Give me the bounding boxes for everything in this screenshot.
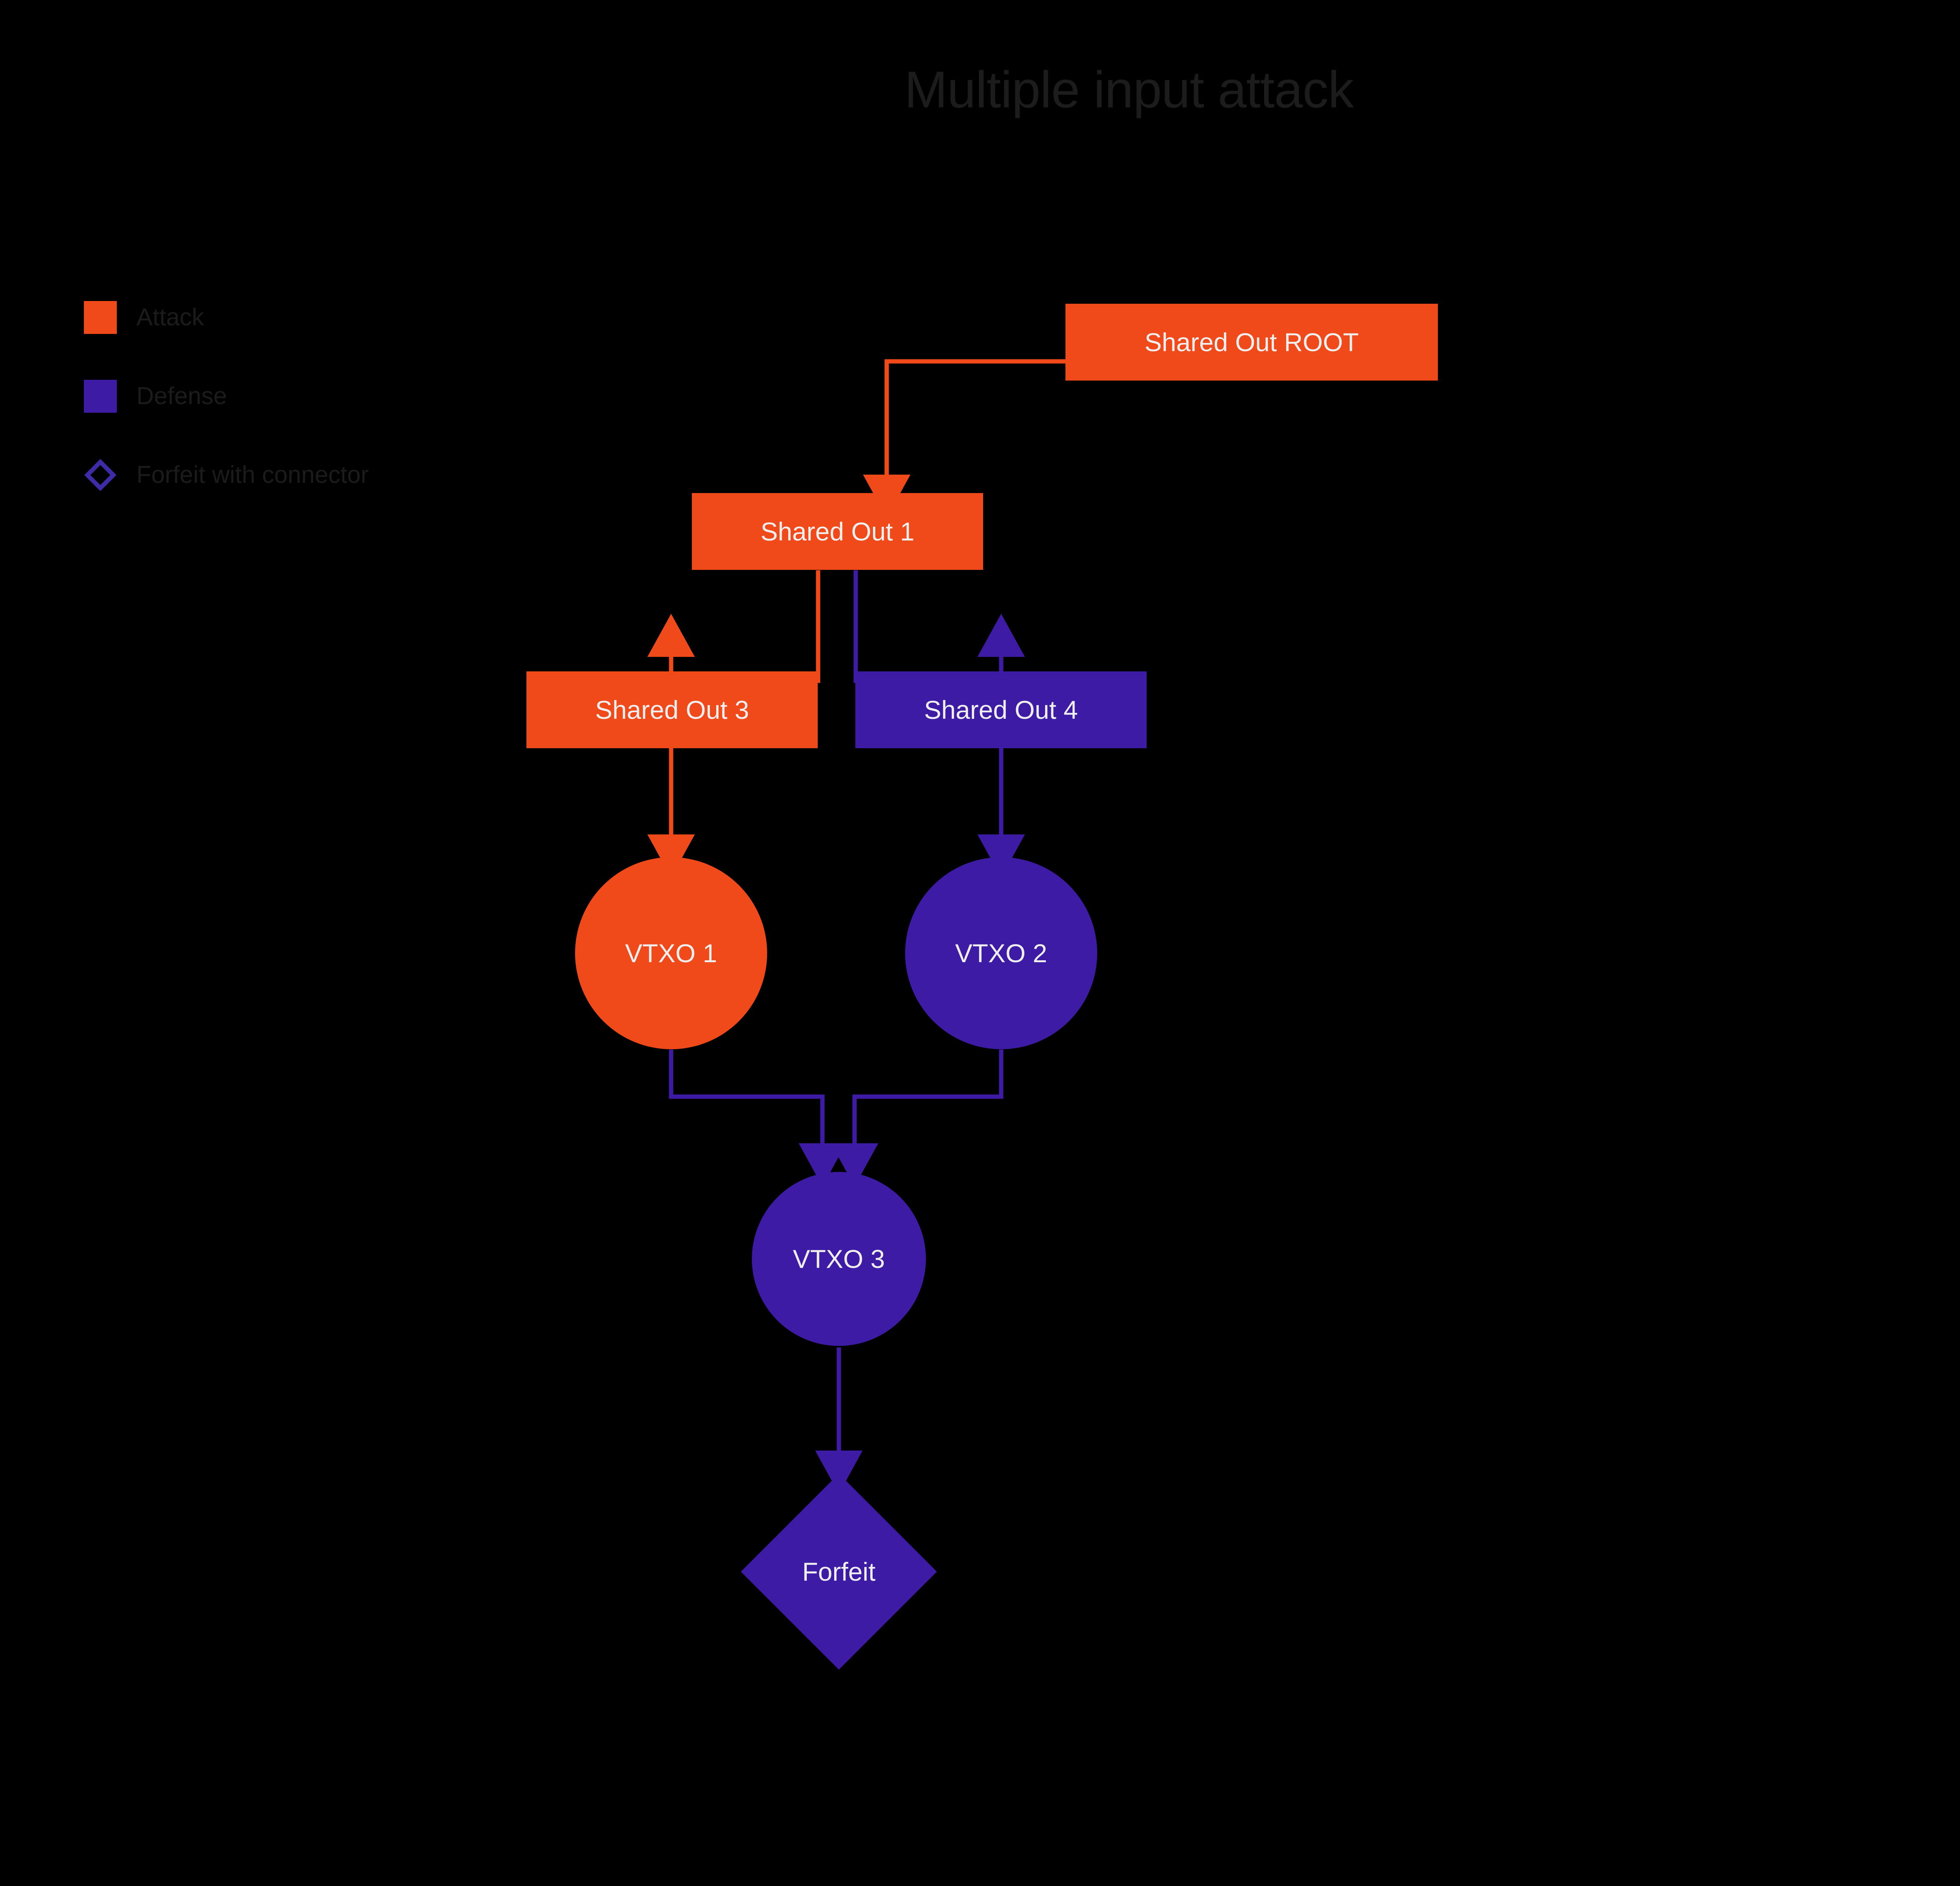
- page-title: Multiple input attack: [904, 61, 1354, 118]
- node-vtxo-2[interactable]: [905, 857, 1097, 1049]
- edge-vtxo-2-to-vtxo-3: [831, 1050, 1004, 1186]
- edge-shared-out-1-to-shared-out-4: [853, 570, 1025, 683]
- legend-item-forfeit: Forfeit with connector: [84, 456, 633, 494]
- edge-shared-out-1-to-shared-out-3: [647, 570, 820, 683]
- node-shared-out-4[interactable]: [855, 671, 1147, 748]
- legend-label-defense: Defense: [136, 383, 227, 410]
- node-forfeit[interactable]: [741, 1474, 937, 1670]
- node-shared-out-1[interactable]: [692, 493, 983, 570]
- legend-label-attack: Attack: [136, 304, 204, 331]
- edge-root-to-shared-out-1: [863, 359, 1065, 518]
- attack-swatch-icon: [84, 301, 117, 334]
- legend-item-defense: Defense: [84, 377, 633, 415]
- node-shared-out-root[interactable]: [1065, 304, 1438, 381]
- node-vtxo-3[interactable]: [752, 1172, 926, 1346]
- defense-swatch-icon: [84, 380, 117, 413]
- legend-item-attack: Attack: [84, 299, 633, 336]
- legend: Attack Defense Forfeit with connector: [84, 299, 633, 535]
- edge-vtxo-1-to-vtxo-3: [669, 1050, 846, 1186]
- legend-label-forfeit: Forfeit with connector: [136, 461, 369, 488]
- node-vtxo-1[interactable]: [575, 857, 767, 1049]
- node-shared-out-3[interactable]: [526, 671, 818, 748]
